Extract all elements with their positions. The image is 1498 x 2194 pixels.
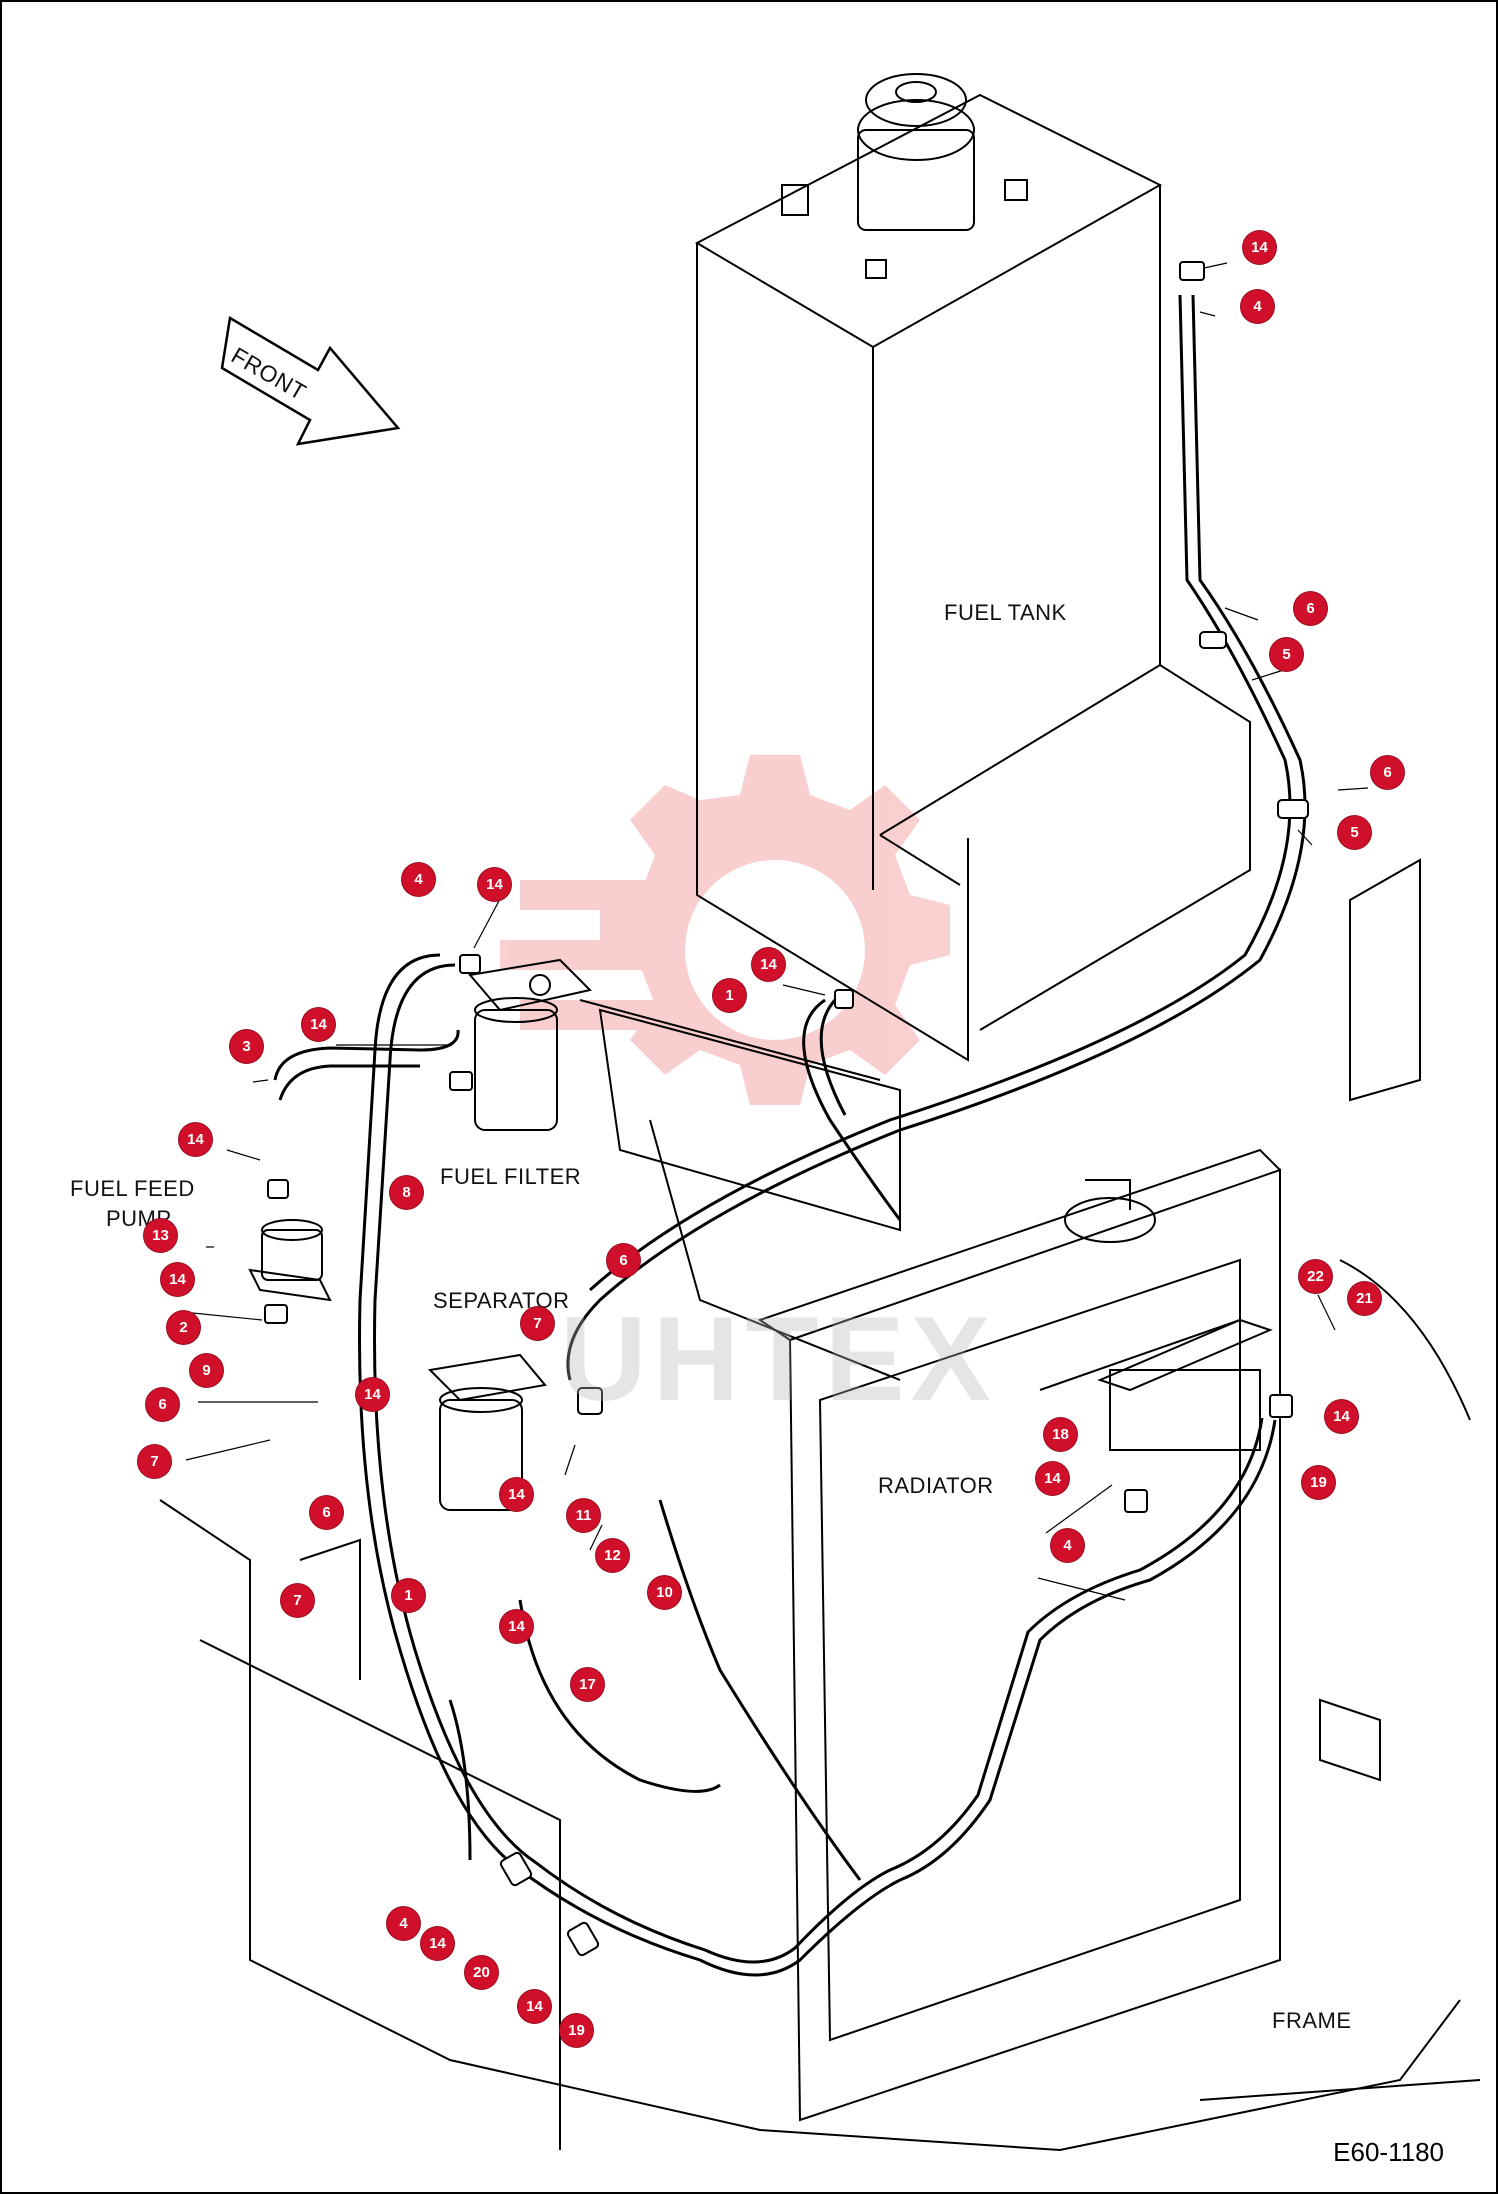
part-callout[interactable]: 6 (607, 1244, 640, 1277)
part-callout[interactable]: 14 (356, 1378, 389, 1411)
watermark-text: UHTEX (560, 1292, 997, 1426)
part-callout[interactable]: 14 (161, 1263, 194, 1296)
document-id: E60-1180 (1333, 2137, 1444, 2167)
separator-label: SEPARATOR (433, 1288, 570, 1313)
fuel-feed-pump-label-line1: FUEL FEED (70, 1176, 195, 1201)
fuel-filter-label: FUEL FILTER (440, 1164, 582, 1189)
watermark-logo (500, 755, 950, 1105)
part-callout[interactable]: 8 (390, 1176, 423, 1209)
part-callout[interactable]: 1 (713, 979, 746, 1012)
part-callout[interactable]: 7 (281, 1584, 314, 1617)
part-callout[interactable]: 14 (500, 1478, 533, 1511)
fuel-feed-pump (248, 1219, 332, 1302)
part-callout[interactable]: 4 (387, 1907, 420, 1940)
fittings (264, 261, 1309, 1957)
part-callout[interactable]: 7 (521, 1307, 554, 1340)
part-callout[interactable]: 19 (1302, 1466, 1335, 1499)
part-callout[interactable]: 14 (302, 1008, 335, 1041)
front-arrow (220, 315, 401, 446)
fuel-hoses (273, 294, 1307, 1977)
part-callout[interactable]: 9 (190, 1354, 223, 1387)
part-callout[interactable]: 4 (402, 863, 435, 896)
part-callout[interactable]: 14 (752, 948, 785, 981)
part-callout[interactable]: 6 (1294, 592, 1327, 625)
part-callout[interactable]: 1 (392, 1579, 425, 1612)
part-callout[interactable]: 7 (138, 1445, 171, 1478)
part-callout[interactable]: 14 (1036, 1462, 1069, 1495)
fuel-tank-label: FUEL TANK (944, 600, 1067, 625)
part-callout[interactable]: 6 (1371, 756, 1404, 789)
radiator (757, 1148, 1281, 2122)
part-callout[interactable]: 14 (500, 1610, 533, 1643)
part-callout[interactable]: 13 (144, 1219, 177, 1252)
machine-frame (159, 858, 1481, 2152)
part-callout[interactable]: 11 (567, 1499, 600, 1532)
part-callout[interactable]: 12 (596, 1539, 629, 1572)
part-callout[interactable]: 20 (465, 1956, 498, 1989)
part-callout[interactable]: 14 (478, 868, 511, 901)
fuel-filter (468, 958, 592, 1131)
radiator-label: RADIATOR (878, 1473, 994, 1498)
part-callout[interactable]: 6 (310, 1496, 343, 1529)
separator (427, 1353, 547, 1511)
part-callout[interactable]: 5 (1338, 816, 1371, 849)
part-callout[interactable]: 14 (421, 1927, 454, 1960)
part-callout[interactable]: 14 (1325, 1400, 1358, 1433)
part-callout[interactable]: 14 (1243, 231, 1276, 264)
part-callout[interactable]: 10 (648, 1576, 681, 1609)
part-callout[interactable]: 14 (179, 1123, 212, 1156)
part-callout[interactable]: 5 (1270, 638, 1303, 671)
part-callout[interactable]: 18 (1044, 1418, 1077, 1451)
part-callout[interactable]: 2 (167, 1311, 200, 1344)
part-callout[interactable]: 3 (230, 1030, 263, 1063)
part-callout[interactable]: 4 (1241, 290, 1274, 323)
part-callout[interactable]: 21 (1348, 1282, 1381, 1315)
fuel-tank (694, 73, 1251, 1062)
part-callout[interactable]: 14 (518, 1990, 551, 2023)
part-callout[interactable]: 19 (560, 2014, 593, 2047)
part-callout[interactable]: 6 (146, 1388, 179, 1421)
part-callout[interactable]: 17 (571, 1668, 604, 1701)
frame-label: FRAME (1272, 2008, 1352, 2033)
part-callout[interactable]: 4 (1051, 1529, 1084, 1562)
part-callout[interactable]: 22 (1299, 1260, 1332, 1293)
